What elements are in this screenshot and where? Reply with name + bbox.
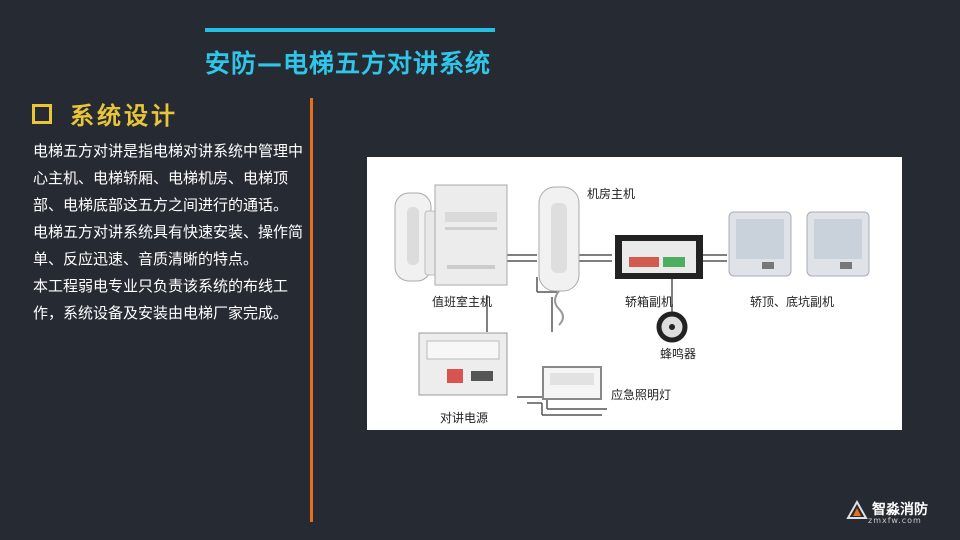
wiring-lines bbox=[486, 254, 837, 416]
machine-room-handset-icon bbox=[538, 186, 580, 326]
section-header: 系统设计 bbox=[32, 96, 178, 131]
label-buzzer: 蜂鸣器 bbox=[660, 347, 697, 361]
emergency-light-icon bbox=[542, 366, 602, 400]
paragraph-scope: 本工程弱电专业只负责该系统的布线工作，系统设备及安装由电梯厂家完成。 bbox=[33, 277, 289, 322]
title-accent-bar bbox=[205, 28, 495, 32]
label-power-supply: 对讲电源 bbox=[440, 411, 489, 425]
system-diagram: 值班室主机 机房主机 轿箱副机 轿顶、底坑副机 蜂鸣器 对讲电源 应急照明灯 bbox=[367, 157, 902, 430]
label-emergency-light: 应急照明灯 bbox=[611, 388, 672, 402]
buzzer-icon bbox=[656, 311, 688, 343]
wiring-diagram-svg bbox=[394, 184, 870, 416]
paragraph-features: 电梯五方对讲系统具有快速安装、操作简单、反应迅速、音质清晰的特点。 bbox=[33, 223, 304, 268]
logo-url: zmxfw.com bbox=[868, 516, 922, 525]
square-bullet-icon bbox=[32, 103, 52, 124]
duty-host-cabinet-icon bbox=[434, 184, 508, 286]
car-extension-box-icon bbox=[615, 235, 703, 279]
brand-logo: 智淼消防 bbox=[846, 500, 928, 520]
car-top-speaker-icon bbox=[728, 211, 792, 277]
logo-name: 智淼消防 bbox=[872, 501, 928, 518]
label-duty-host: 值班室主机 bbox=[432, 295, 493, 309]
power-supply-icon bbox=[418, 332, 508, 396]
label-top-bottom-extension: 轿顶、底坑副机 bbox=[750, 295, 835, 309]
vertical-divider bbox=[310, 98, 313, 522]
duty-handset-icon bbox=[394, 192, 438, 282]
paragraph-definition: 电梯五方对讲是指电梯对讲系统中管理中心主机、电梯轿厢、电梯机房、电梯顶部、电梯底… bbox=[33, 142, 304, 214]
label-car-extension: 轿箱副机 bbox=[625, 295, 674, 309]
label-machine-room-host: 机房主机 bbox=[587, 187, 636, 201]
logo-mark-icon bbox=[846, 500, 868, 519]
body-text: 电梯五方对讲是指电梯对讲系统中管理中心主机、电梯轿厢、电梯机房、电梯顶部、电梯底… bbox=[33, 138, 303, 327]
slide-title: 安防—电梯五方对讲系统 bbox=[205, 49, 492, 78]
pit-speaker-icon bbox=[806, 211, 870, 277]
section-title: 系统设计 bbox=[70, 102, 178, 130]
